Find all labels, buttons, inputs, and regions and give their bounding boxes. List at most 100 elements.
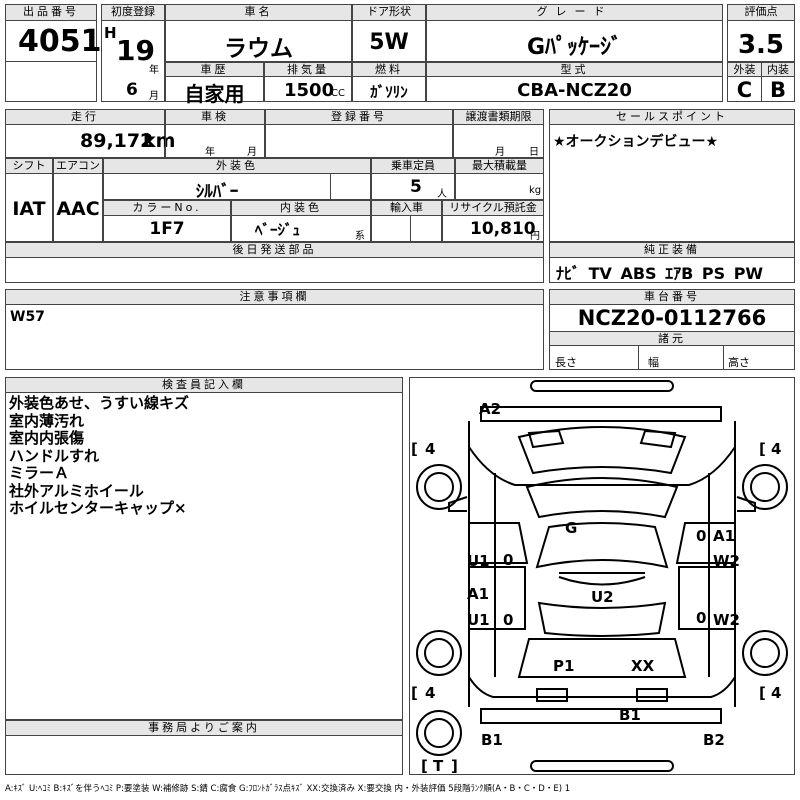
notes-header: 注意事項欄: [5, 289, 544, 305]
mark-w2-right-top: W2: [713, 552, 740, 570]
model-header: 型式: [426, 62, 723, 77]
shift-cell: [5, 173, 53, 242]
mark-zero: 0: [696, 609, 706, 627]
front-left-wheel: [416, 464, 462, 510]
sales-point-cell: [549, 124, 795, 242]
displacement: 1500: [284, 80, 335, 101]
max-load-header: 最大積載量: [455, 158, 544, 174]
equipment-list: ﾅﾋﾞ TV ABS ｴｱB PS PW: [556, 264, 764, 283]
later-parts-cell: [5, 257, 544, 283]
chassis-number: NCZ20-0112766: [577, 306, 767, 330]
mark-a1-left: A1: [467, 585, 489, 603]
history-cell: [165, 76, 264, 102]
mark-u1-left: U1: [467, 552, 490, 570]
mark-zero: 0: [696, 527, 706, 545]
fuel-header: 燃料: [352, 62, 426, 77]
kg-unit: kg: [529, 185, 542, 196]
fuel-type: ｶﾞｿﾘﾝ: [370, 83, 408, 101]
exterior-grade-header: 外装: [727, 62, 762, 77]
door-cell: [352, 20, 426, 62]
km-unit: km: [143, 130, 176, 152]
tire-rear-left: 4: [425, 684, 435, 702]
mileage: 89,172: [80, 130, 154, 152]
exterior-grade: C: [736, 78, 753, 102]
car-name-header: 車名: [165, 4, 352, 21]
aircon-cell: [53, 173, 103, 242]
transfer-day-unit: 日: [529, 147, 539, 158]
lot-number-spare-cell: [5, 61, 97, 102]
inspection-year-unit: 年: [205, 147, 215, 158]
svg-text:[: [: [411, 684, 418, 702]
history-header: 車歴: [165, 62, 264, 77]
person-unit: 人: [437, 189, 447, 200]
wheels: [416, 464, 788, 756]
car-name-cell: [165, 20, 352, 62]
score-header: 評価点: [727, 4, 795, 21]
capacity-header: 乗車定員: [371, 158, 455, 174]
rear-left-wheel: [416, 630, 462, 676]
grade-cell: [426, 20, 723, 62]
interior-color: ﾍﾞｰｼﾞｭ: [255, 221, 301, 239]
inspection-header: 車検: [165, 109, 265, 125]
memo-line: 室内内張傷: [9, 429, 85, 447]
tire-rear-right: 4: [771, 684, 781, 702]
height-label: 高さ: [728, 356, 750, 369]
series-unit: 系: [355, 231, 365, 242]
shift: IAT: [12, 198, 46, 220]
spare-wheel: [416, 710, 462, 756]
later-parts-header: 後日発送部品: [5, 242, 544, 258]
damage-marks: A2 G U1 A1 W2 A1 U1 U2 W2 P1 XX B1 B1 B2…: [467, 400, 740, 749]
model-code: CBA-NCZ20: [517, 80, 632, 101]
car-name: ラウム: [224, 36, 293, 62]
svg-text:[: [: [759, 440, 766, 458]
legend-text: A:ｷｽﾞ U:ﾍｺﾐ B:ｷｽﾞを伴うﾍｺﾐ P:要塗装 W:補修跡 S:錆 …: [5, 784, 571, 794]
transfer-deadline-header: 譲渡書類期限: [453, 109, 544, 125]
office-header: 事務局よりご案内: [5, 720, 403, 736]
grade: Gﾊﾟｯｹｰｼﾞ: [526, 35, 623, 60]
capacity: 5: [410, 177, 422, 197]
cc-unit: CC: [331, 88, 345, 99]
inspection-month-unit: 月: [247, 147, 257, 158]
import-cell-b: [410, 215, 442, 242]
memo-line: ホイルセンターキャップ×: [9, 499, 187, 517]
mileage-header: 走行: [5, 109, 165, 125]
interior-grade: B: [769, 78, 786, 102]
max-load-cell: [455, 173, 544, 200]
mark-b1-center: B1: [619, 706, 641, 724]
svg-text:]: ]: [451, 757, 458, 775]
grade-header: グレード: [426, 4, 723, 21]
svg-text:[: [: [759, 684, 766, 702]
mark-g: G: [565, 519, 577, 537]
import-cell-a: [371, 215, 411, 242]
era-mark: H: [104, 24, 117, 42]
height-cell: [723, 345, 795, 370]
memo-line: 外装色あせ、うすい線キズ: [9, 394, 190, 412]
transfer-month-unit: 月: [495, 147, 505, 158]
transfer-deadline-cell: [453, 124, 544, 158]
notes-cell: [5, 304, 544, 370]
mark-a2: A2: [479, 400, 501, 418]
aircon: AAC: [56, 198, 100, 220]
tire-tread-marks: [4 [4 [4 [4 [T]: [411, 440, 781, 775]
car-damage-diagram: [4 [4 [4 [4 [T] A2 G U1 A1 W2 A1 U1 U2 W…: [411, 380, 788, 775]
color-number-header: カラーNo.: [103, 200, 231, 216]
mark-u2: U2: [591, 588, 614, 606]
interior-color-cell: [231, 215, 371, 242]
year-unit: 年: [149, 65, 159, 76]
month-unit: 月: [149, 91, 159, 102]
tire-front-left: 4: [425, 440, 435, 458]
recycle-fee: 10,810: [470, 219, 536, 239]
tire-front-right: 4: [771, 440, 781, 458]
interior-grade-cell: [761, 76, 795, 102]
mark-b1-left: B1: [481, 731, 503, 749]
displacement-header: 排気量: [264, 62, 352, 77]
equipment-header: 純正装備: [549, 242, 795, 258]
mark-a1-right: A1: [713, 527, 735, 545]
mark-b2: B2: [703, 731, 725, 749]
front-right-wheel: [742, 464, 788, 510]
mark-u1-left-lower: U1: [467, 611, 490, 629]
car-diagram-frame: [409, 377, 795, 775]
registration-cell: [265, 124, 453, 158]
sales-point-text: ★オークションデビュー★: [553, 134, 719, 150]
